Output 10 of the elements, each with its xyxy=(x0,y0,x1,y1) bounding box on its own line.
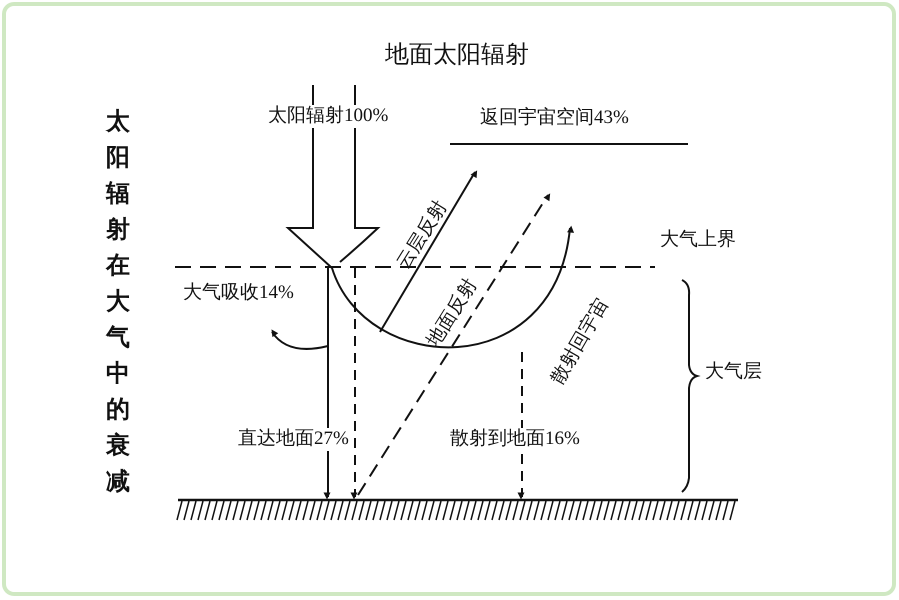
flow-label: 大气吸收14% xyxy=(183,283,294,304)
boundary-label: 大气上界 xyxy=(660,230,736,251)
flow-label: 直达地面27% xyxy=(236,428,351,451)
flow-label: 散射回宇宙 xyxy=(548,296,614,388)
flow-label: 太阳辐射100% xyxy=(266,105,390,128)
flow-label: 地面反射 xyxy=(424,276,482,352)
diagram-title: 地面太阳辐射 xyxy=(385,42,529,68)
flow-label: 返回宇宙空间43% xyxy=(480,108,629,129)
side-title: 太阳辐射在大气中的衰减 xyxy=(106,108,131,497)
layer-label: 大气层 xyxy=(705,362,762,383)
